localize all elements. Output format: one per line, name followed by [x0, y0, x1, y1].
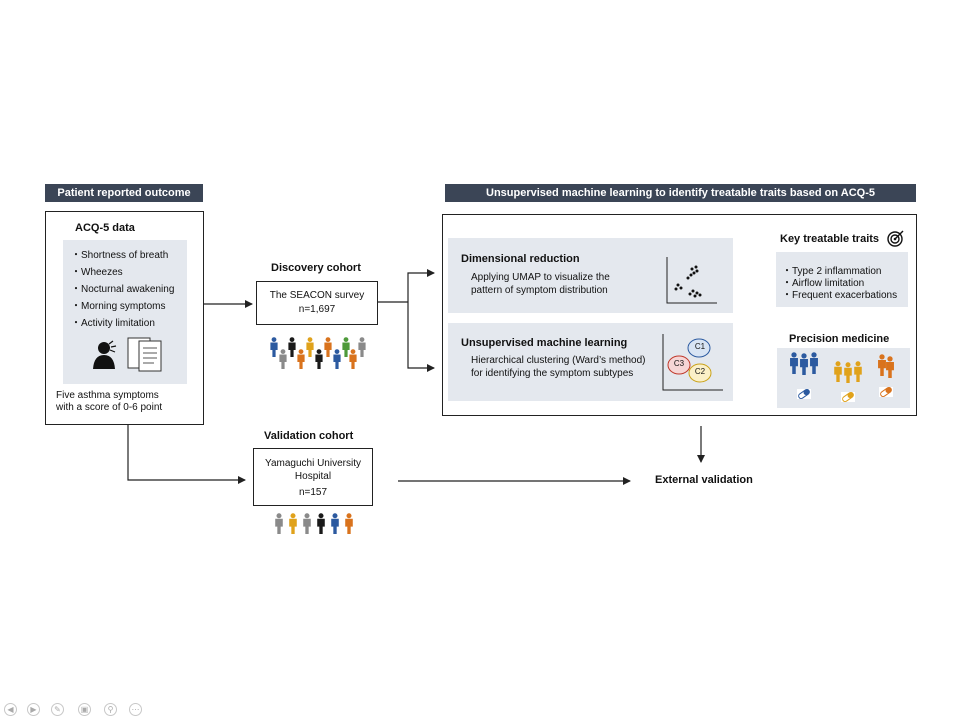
uml-line1: Hierarchical clustering (Ward’s method): [471, 355, 646, 366]
person-icon: [333, 349, 341, 369]
person-icon: [358, 337, 366, 357]
uml-line2: for identifying the symptom subtypes: [471, 368, 634, 379]
person-icon: [306, 337, 314, 357]
validation-title: Validation cohort: [264, 430, 354, 442]
nav-next-icon[interactable]: ▶: [27, 703, 40, 716]
cluster-plot-icon: [662, 334, 723, 391]
person-icon: [331, 513, 339, 534]
pen-icon[interactable]: ✎: [51, 703, 64, 716]
validation-line3: n=157: [298, 487, 328, 498]
dimred-title: Dimensional reduction: [461, 253, 580, 265]
documents-icon: [127, 337, 162, 372]
symptom-item: ・Morning symptoms: [71, 301, 166, 312]
person-icon: [270, 337, 278, 357]
symptom-panel: [63, 240, 187, 384]
person-icon: [878, 354, 886, 376]
person-icon: [345, 513, 353, 534]
discovery-line1: The SEACON survey: [269, 290, 365, 301]
person-icon: [886, 356, 894, 378]
person-icon: [288, 337, 296, 357]
traits-panel: [776, 252, 908, 307]
acq5-note-line1: Five asthma symptoms: [56, 390, 159, 401]
arrow-acq-to-validation: [127, 425, 246, 484]
person-icon: [790, 352, 798, 374]
dimred-line1: Applying UMAP to visualize the: [471, 272, 610, 283]
person-icon: [844, 362, 852, 383]
acq5-title: ACQ-5 data: [75, 222, 135, 234]
slides-icon[interactable]: ▣: [78, 703, 91, 716]
zoom-icon[interactable]: ⚲: [104, 703, 117, 716]
dimred-line2: pattern of symptom distribution: [471, 285, 608, 296]
acq5-note-line2: with a score of 0-6 point: [56, 402, 163, 413]
patient-icon: [93, 340, 117, 369]
symptom-item: ・Nocturnal awakening: [71, 284, 175, 295]
cluster-label-c3: C3: [673, 359, 685, 368]
precision-people-icons: [790, 352, 894, 403]
symptom-item: ・Wheezes: [71, 267, 123, 278]
person-icon: [800, 353, 808, 375]
capsule-icon: [841, 391, 855, 403]
capsule-icon: [879, 386, 893, 398]
left-section-header: Patient reported outcome: [45, 184, 203, 202]
capsule-icon: [797, 388, 811, 400]
dimred-panel: [448, 238, 733, 313]
person-icon: [317, 513, 325, 534]
person-icon: [810, 352, 818, 374]
person-icon: [275, 513, 283, 534]
person-icon: [834, 361, 842, 382]
person-icon: [315, 349, 323, 369]
validation-line1: Yamaguchi University: [265, 458, 361, 469]
person-icon: [349, 349, 357, 369]
cluster-label-c1: C1: [694, 342, 706, 351]
validation-line2: Hospital: [294, 471, 332, 482]
arrow-to-uml: [407, 302, 435, 372]
uml-title: Unsupervised machine learning: [461, 337, 628, 349]
cluster-label-c2: C2: [694, 367, 706, 376]
trait-item: ・Frequent exacerbations: [782, 290, 898, 301]
discovery-line2: n=1,697: [298, 304, 336, 315]
person-icon: [342, 337, 350, 357]
target-icon: [887, 230, 904, 247]
person-icon: [289, 513, 297, 534]
person-icon: [324, 337, 332, 357]
scatter-plot-icon: [666, 257, 717, 304]
discovery-box: [256, 281, 378, 325]
person-icon: [297, 349, 305, 369]
validation-people-icons: [275, 513, 353, 534]
person-icon: [303, 513, 311, 534]
external-validation-label: External validation: [655, 474, 753, 486]
right-section-header: Unsupervised machine learning to identif…: [445, 184, 916, 202]
discovery-title: Discovery cohort: [271, 262, 361, 274]
symptom-item: ・Shortness of breath: [71, 250, 169, 261]
trait-item: ・Airflow limitation: [782, 278, 865, 289]
discovery-people-icons: [270, 337, 366, 369]
precision-title: Precision medicine: [789, 333, 890, 345]
more-icon[interactable]: ⋯: [129, 703, 142, 716]
person-icon: [854, 361, 862, 382]
symptom-item: ・Activity limitation: [71, 318, 155, 329]
person-icon: [279, 349, 287, 369]
validation-box: [253, 448, 373, 506]
trait-item: ・Type 2 inflammation: [782, 266, 882, 277]
nav-prev-icon[interactable]: ◀: [4, 703, 17, 716]
traits-title: Key treatable traits: [780, 233, 880, 245]
arrow-to-dimred: [407, 269, 435, 302]
